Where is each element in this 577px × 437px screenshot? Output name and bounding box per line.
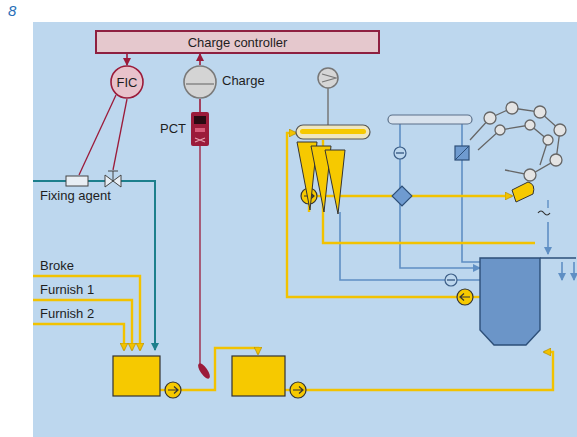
flow-label: Furnish 1 xyxy=(40,282,94,297)
gauge-outline xyxy=(184,66,216,98)
device-screen xyxy=(194,116,206,124)
particle-charge-titrator-shape xyxy=(191,112,209,146)
stock-pump xyxy=(457,289,473,305)
paper-machine xyxy=(534,106,546,118)
signal-connector xyxy=(199,99,201,112)
white-water-line xyxy=(462,124,480,262)
stock-line xyxy=(285,389,290,391)
particle-charge-titrator: PCT xyxy=(191,112,209,146)
stock-pump xyxy=(293,387,303,394)
charge-gauge: Charge xyxy=(183,65,217,99)
flow-meter xyxy=(66,176,88,186)
headbox xyxy=(512,182,534,202)
white-water-line xyxy=(340,212,480,280)
signal-connector xyxy=(126,54,128,65)
signal-line xyxy=(113,99,127,170)
stock-line xyxy=(33,133,553,390)
white-water-line xyxy=(340,124,574,280)
device-panel xyxy=(195,128,205,132)
filter-box xyxy=(455,146,469,160)
signal-line xyxy=(199,146,200,364)
wire-pit xyxy=(540,257,576,258)
wire-symbol xyxy=(538,211,550,215)
stock-line xyxy=(410,195,512,197)
cleaner-header xyxy=(300,129,366,134)
vent-line xyxy=(327,88,329,125)
blue-pump xyxy=(394,147,406,159)
flow-label: Fixing agent xyxy=(40,188,111,203)
signal-connector xyxy=(199,54,201,65)
paper-machine xyxy=(506,102,518,114)
blue-pump xyxy=(396,152,404,153)
controller-box: Charge controller xyxy=(95,30,380,54)
paper-machine xyxy=(484,112,496,124)
paper-machine xyxy=(470,102,566,181)
paper-machine xyxy=(525,120,535,130)
mixing-chest xyxy=(232,356,285,396)
stock-line xyxy=(323,140,535,243)
charge-gauge-shape xyxy=(183,65,217,99)
white-water-line xyxy=(561,262,563,280)
circle-outline xyxy=(111,66,143,98)
filter-box xyxy=(455,146,469,160)
fixing-agent-line xyxy=(33,181,155,350)
white-water-line xyxy=(573,262,575,280)
gauge-line xyxy=(186,83,214,84)
paper-machine xyxy=(495,125,505,135)
paper-machine xyxy=(524,169,536,181)
node-label: Charge controller xyxy=(188,35,288,50)
stock-line xyxy=(33,300,132,350)
paper-machine xyxy=(554,124,566,136)
stock-pump xyxy=(290,382,306,398)
vacuum-fan xyxy=(318,68,338,88)
hydrocyclone xyxy=(297,142,345,214)
signal-line xyxy=(79,95,116,175)
wire-pit xyxy=(480,258,540,345)
stock-line xyxy=(306,352,553,390)
node-label: FIC xyxy=(117,75,138,90)
flow-controller-circle: FIC xyxy=(110,65,144,99)
stock-pump xyxy=(165,382,181,398)
stock-pump xyxy=(165,188,473,398)
background-panel xyxy=(33,22,577,437)
node-label: Charge xyxy=(222,73,265,88)
mixing-chest xyxy=(113,356,160,396)
stock-pump xyxy=(460,294,470,301)
blue-pump xyxy=(447,279,455,280)
stock-line xyxy=(33,324,124,350)
white-water-line xyxy=(547,222,549,254)
device-body xyxy=(191,112,209,146)
figure-number: 8 xyxy=(8,3,16,18)
stock-line xyxy=(473,296,480,298)
stock-line xyxy=(33,276,140,350)
header-tank xyxy=(388,115,472,124)
flow-label: Broke xyxy=(40,258,74,273)
flow-label: Furnish 2 xyxy=(40,306,94,321)
paper-machine xyxy=(550,154,562,166)
pressure-screen xyxy=(392,186,412,206)
blue-pump xyxy=(394,147,457,286)
blue-pump xyxy=(445,274,457,286)
paper-machine xyxy=(470,108,560,175)
device-panel xyxy=(195,138,205,142)
hydrocyclone xyxy=(325,150,345,214)
paper-machine xyxy=(478,125,548,165)
wire-drain xyxy=(547,200,548,208)
mixing-chest xyxy=(113,356,285,396)
control-valve xyxy=(108,171,118,181)
node-label: PCT xyxy=(160,121,186,136)
paper-machine xyxy=(543,135,553,145)
stock-pump xyxy=(168,387,178,394)
cleaner-header xyxy=(296,125,370,139)
charge-probe xyxy=(196,362,212,381)
stock-line xyxy=(317,195,394,197)
vacuum-fan xyxy=(322,74,336,82)
stock-line xyxy=(287,133,457,297)
